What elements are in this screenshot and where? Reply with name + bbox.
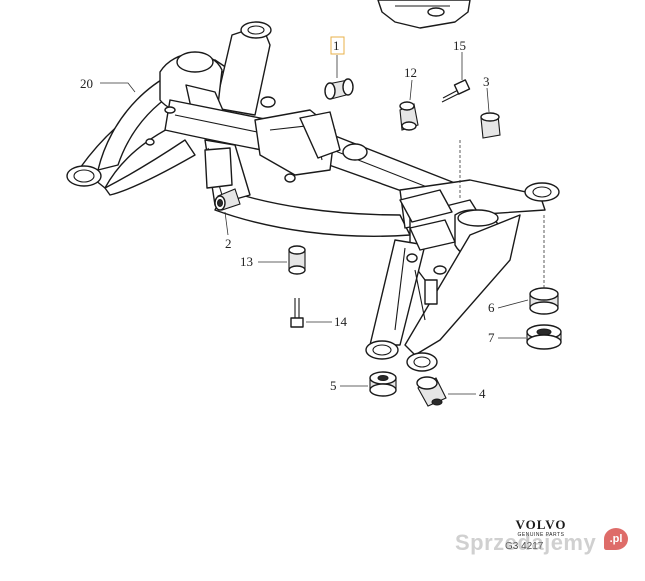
leader-12 bbox=[409, 79, 413, 101]
callout-20: 20 bbox=[80, 76, 93, 91]
part-4-bushing bbox=[416, 376, 447, 407]
callout-15: 15 bbox=[453, 38, 466, 53]
part-13-bushing bbox=[288, 245, 306, 275]
callout-13: 13 bbox=[240, 254, 253, 269]
leader-20 bbox=[100, 82, 136, 93]
part-5-bushing bbox=[369, 371, 397, 397]
leader-3 bbox=[486, 87, 490, 113]
brand-sub: GENUINE PARTS bbox=[517, 532, 565, 538]
callout-3: 3 bbox=[483, 74, 490, 89]
brand-name: VOLVO bbox=[515, 517, 567, 532]
callout-2: 2 bbox=[225, 236, 232, 251]
part-6-mount bbox=[529, 215, 559, 315]
diagram-ref-code: G3 4217 bbox=[505, 541, 544, 552]
callout-6: 6 bbox=[488, 300, 495, 315]
part-2-bushing bbox=[214, 188, 241, 211]
watermark-text: Sprzedajemy bbox=[455, 530, 597, 555]
part-14-bolt bbox=[290, 298, 304, 328]
callout-4: 4 bbox=[479, 386, 486, 401]
callout-7: 7 bbox=[488, 330, 495, 345]
part-3-bushing bbox=[480, 112, 501, 139]
leader-2 bbox=[224, 211, 229, 236]
watermark-badge: .pl bbox=[604, 528, 628, 550]
volvo-logo: VOLVO GENUINE PARTS bbox=[506, 517, 576, 538]
part-7-mount bbox=[526, 324, 562, 350]
part-15-bolt bbox=[441, 79, 471, 103]
part-1-bushing bbox=[324, 78, 354, 100]
upper-mount-part bbox=[377, 0, 471, 29]
part-12-bushing bbox=[399, 101, 419, 131]
leader-6 bbox=[497, 299, 529, 309]
callout-1: 1 bbox=[333, 38, 340, 53]
callout-12: 12 bbox=[404, 65, 417, 80]
callout-1-highlight bbox=[330, 36, 345, 55]
callout-5: 5 bbox=[330, 378, 337, 393]
callout-14: 14 bbox=[334, 314, 348, 329]
rear-subframe bbox=[66, 21, 560, 372]
